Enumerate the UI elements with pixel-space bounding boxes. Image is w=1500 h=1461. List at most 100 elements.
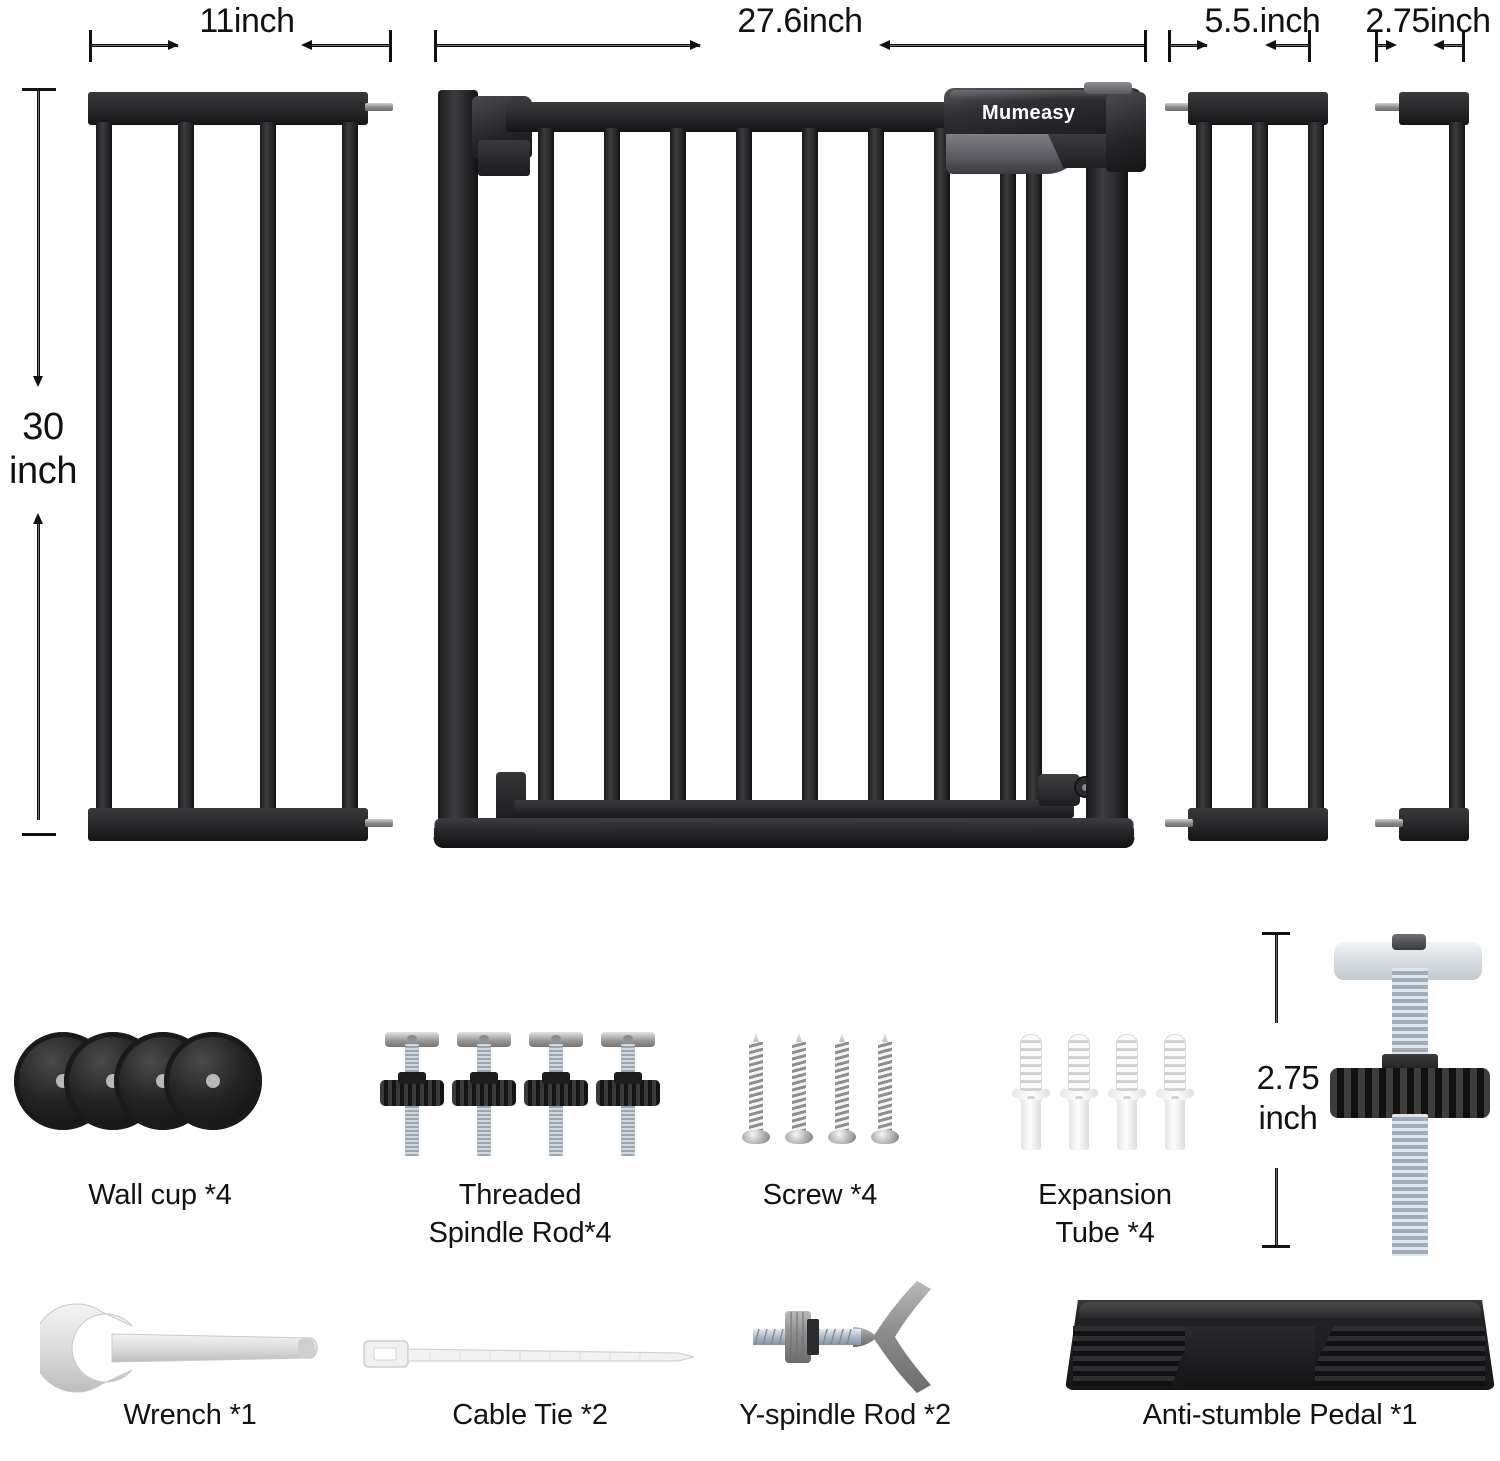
screw-head <box>742 1130 770 1144</box>
dim-arrow-mid-b <box>1265 40 1276 50</box>
spindle-dim-tick-top <box>1262 932 1290 935</box>
dim-rule-gate-b <box>886 44 1144 47</box>
screw-thread <box>749 1042 763 1132</box>
spindle-dim-rule-a <box>1275 935 1278 1023</box>
panel-bottom-rail <box>1188 808 1328 841</box>
spindle-shaft-upper <box>1392 968 1428 1060</box>
dimension-label-gate: 27.6inch <box>737 2 863 40</box>
rod-head-dimple <box>551 1035 561 1041</box>
dim-arrow-mid-a <box>1197 40 1208 50</box>
panel-top-pin <box>365 103 393 111</box>
panel-top-pin <box>1375 103 1403 111</box>
accessory-label-wall-cup: Wall cup *4 <box>88 1179 232 1211</box>
panel-bar <box>342 122 358 812</box>
dim-tick-mid-2 <box>1308 30 1311 62</box>
accessory-screw <box>740 1032 900 1157</box>
dim-rule-small-b <box>1440 44 1462 47</box>
rod-knob <box>596 1080 660 1106</box>
panel-bottom-pin <box>365 819 393 827</box>
extension-panel-11inch <box>88 92 393 841</box>
pedal-tread-right <box>1305 1326 1485 1386</box>
screw-icon <box>826 1032 858 1157</box>
accessory-label-anti-stumble-pedal: Anti-stumble Pedal *1 <box>1142 1399 1418 1431</box>
tube-collar <box>1165 1100 1185 1150</box>
expansion-tube-icon <box>1154 1030 1196 1155</box>
brand-logo: Mumeasy <box>982 102 1076 124</box>
panel-bottom-pin <box>1165 819 1193 827</box>
spindle-dimension-label: 2.75 inch <box>1256 1059 1320 1136</box>
rod-head-dimple <box>623 1035 633 1041</box>
accessory-label-cable-tie: Cable Tie *2 <box>452 1399 608 1431</box>
gate-handle-end-cap <box>1106 92 1146 172</box>
spindle-shaft-lower <box>1392 1114 1428 1256</box>
dim-tick-height-top <box>22 88 56 91</box>
rod-knob-collar <box>542 1072 570 1084</box>
accessory-label-y-spindle-rod: Y-spindle Rod *2 <box>739 1399 951 1431</box>
screw-head <box>828 1130 856 1144</box>
wrench-icon <box>32 1303 318 1393</box>
panel-bar <box>178 122 194 812</box>
threaded-rod-icon <box>596 1026 660 1156</box>
accessory-wrench <box>32 1300 330 1395</box>
gate-left-post <box>438 90 478 845</box>
dim-tick-small-1 <box>1375 30 1378 62</box>
threaded-rod-icon <box>380 1026 444 1156</box>
washer-center-cap <box>1392 934 1426 950</box>
dim-tick-left-1 <box>89 30 92 62</box>
rod-knob-collar <box>398 1072 426 1084</box>
tube-collar <box>1021 1100 1041 1150</box>
dim-arrow-height-b <box>33 513 43 524</box>
rod-head-dimple <box>479 1035 489 1041</box>
rod-knob-collar <box>470 1072 498 1084</box>
panel-bar <box>1196 122 1212 812</box>
spindle-dim-tick-bottom <box>1262 1245 1290 1248</box>
panel-bar <box>96 122 112 812</box>
gate-bar <box>934 128 950 818</box>
accessory-label-wrench: Wrench *1 <box>123 1399 257 1431</box>
pedal-top-bevel <box>1079 1302 1481 1318</box>
accessory-wall-cup <box>10 1028 310 1148</box>
screw-thread <box>835 1042 849 1132</box>
rod-knob <box>380 1080 444 1106</box>
expansion-tube-icon <box>1010 1030 1052 1155</box>
gate-handle-top-tab <box>1084 82 1132 94</box>
main-gate: Mumeasy <box>433 82 1146 852</box>
panel-top-rail <box>1188 92 1328 125</box>
dimension-label-height: 30 inch <box>8 406 78 492</box>
dimension-label-extension-mid: 5.5.inch <box>1204 2 1321 40</box>
gate-bar <box>868 128 884 818</box>
accessory-y-spindle-rod <box>735 1275 955 1395</box>
gate-bar <box>1026 142 1042 818</box>
panel-bar <box>1449 122 1465 812</box>
accessory-expansion-tube <box>1010 1030 1196 1155</box>
dim-arrow-left-a <box>168 40 179 50</box>
screw-icon <box>783 1032 815 1157</box>
gate-bar <box>604 128 620 818</box>
panel-top-pin <box>1165 103 1193 111</box>
tube-collar <box>1117 1100 1137 1150</box>
accessory-label-screw: Screw *4 <box>762 1179 878 1211</box>
dim-tick-gate-1 <box>434 30 437 62</box>
extension-panel-5-5inch <box>1165 92 1343 841</box>
dim-arrow-left-b <box>301 40 312 50</box>
dim-arrow-gate-a <box>690 40 701 50</box>
screw-tip <box>795 1032 803 1046</box>
panel-bottom-pin <box>1375 819 1403 827</box>
gate-bar <box>538 128 554 818</box>
threaded-rod-icon <box>452 1026 516 1156</box>
panel-bar <box>1308 122 1324 812</box>
gate-handle-highlight <box>950 90 1136 100</box>
pedal-center-plate <box>1185 1326 1315 1388</box>
screw-tip <box>752 1032 760 1046</box>
dim-rule-mid-b <box>1272 44 1308 47</box>
rod-head-dimple <box>407 1035 417 1041</box>
panel-bottom-rail <box>88 808 368 841</box>
panel-bar <box>260 122 276 812</box>
wall-cup-center-icon <box>206 1074 220 1088</box>
screw-tip <box>881 1032 889 1046</box>
gate-latch-pivot-dot-icon <box>1082 784 1089 791</box>
accessory-threaded-spindle-rod <box>380 1026 660 1156</box>
spindle-dim-rule-b <box>1275 1168 1278 1248</box>
gate-latch-catch <box>1038 774 1080 806</box>
expansion-tube-icon <box>1058 1030 1100 1155</box>
